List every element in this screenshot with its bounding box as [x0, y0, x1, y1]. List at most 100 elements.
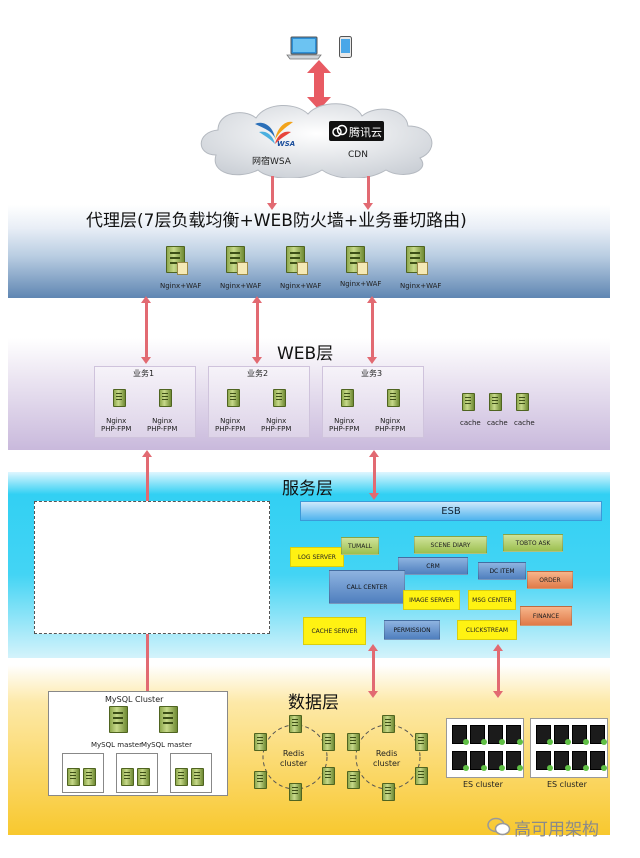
web-to-service-arrow — [369, 450, 379, 500]
es-cluster-2 — [530, 718, 608, 778]
server-icon — [113, 389, 126, 407]
server-icon — [254, 771, 267, 789]
node-label: Nginx PHP-FPM — [101, 417, 132, 433]
service-tobto-ask-label: TOBTO ASK — [515, 539, 551, 547]
service-clickstream-label: CLICKSTREAM — [465, 626, 509, 634]
server-icon — [415, 733, 428, 751]
mysql-slave-group-2 — [116, 753, 158, 793]
server-icon — [109, 706, 128, 733]
business-group-title: 业务2 — [247, 369, 269, 378]
service-log-server-label: LOG SERVER — [298, 553, 336, 561]
redis-cluster-label: Redis cluster — [280, 749, 308, 768]
service-crm-label: CRM — [426, 562, 440, 570]
mysql-master-label: MySQL master — [141, 741, 192, 749]
es-server-icon — [470, 751, 487, 771]
server-icon — [137, 768, 150, 786]
business-group-2: 业务2 Nginx PHP-FPM Nginx PHP-FPM — [208, 366, 310, 438]
cloud-left-label: 网宿WSA — [252, 157, 291, 167]
es-server-icon — [536, 725, 553, 745]
service-finance: FINANCE — [520, 606, 572, 626]
proxy-to-web-arrow-1 — [141, 296, 151, 364]
document-icon — [237, 262, 248, 275]
service-permission-label: PERMISSION — [393, 626, 431, 634]
service-tobto-ask: TOBTO ASK — [503, 534, 563, 552]
server-icon — [121, 768, 134, 786]
server-icon — [341, 389, 354, 407]
server-icon — [462, 393, 475, 411]
server-icon — [415, 767, 428, 785]
cloud-right-label: CDN — [348, 150, 368, 160]
service-scene-diary-label: SCENE DIARY — [430, 541, 471, 549]
document-icon — [177, 262, 188, 275]
service-cache-server: CACHE SERVER — [303, 617, 366, 645]
node-label: Nginx PHP-FPM — [375, 417, 406, 433]
double-arrow-icon — [306, 60, 332, 110]
service-image-server-label: IMAGE SERVER — [409, 596, 454, 604]
service-msg-center-label: MSG CENTER — [472, 596, 512, 604]
service-tumall-label: TUMALL — [347, 542, 373, 550]
es-server-icon — [572, 725, 589, 745]
server-icon — [322, 733, 335, 751]
server-icon — [489, 393, 502, 411]
esb-label: ESB — [441, 505, 461, 517]
service-crm: CRM — [398, 557, 468, 575]
proxy-node-label: Nginx+WAF — [220, 282, 262, 290]
es-cluster-1 — [446, 718, 524, 778]
service-dc-item-label: DC ITEM — [489, 567, 515, 575]
redis-cluster-2: Redis cluster — [343, 715, 433, 801]
proxy-to-web-arrow-2 — [252, 296, 262, 364]
placeholder-panel — [34, 501, 270, 634]
mysql-slave-group-3 — [170, 753, 212, 793]
redis-cluster-1: Redis cluster — [250, 715, 340, 801]
es-cluster-label: ES cluster — [547, 780, 587, 789]
service-finance-label: FINANCE — [532, 612, 560, 620]
proxy-node-label: Nginx+WAF — [160, 282, 202, 290]
service-scene-diary: SCENE DIARY — [414, 536, 487, 554]
es-server-icon — [554, 725, 571, 745]
server-icon — [191, 768, 204, 786]
server-icon — [159, 389, 172, 407]
server-icon — [382, 783, 395, 801]
mysql-cluster-title: MySQL Cluster — [105, 695, 164, 704]
phone-icon — [339, 36, 352, 58]
business-group-1: 业务1 Nginx PHP-FPM Nginx PHP-FPM — [94, 366, 196, 438]
proxy-layer-title: 代理层(7层负载均衡+WEB防火墙+业务垂切路由) — [86, 211, 467, 231]
node-label: Nginx PHP-FPM — [147, 417, 178, 433]
cloud-to-proxy-arrow-1 — [267, 176, 277, 210]
es-server-icon — [488, 751, 505, 771]
tencent-cloud-logo-text: 腾讯云 — [349, 126, 382, 139]
server-icon — [67, 768, 80, 786]
proxy-node-label: Nginx+WAF — [280, 282, 322, 290]
proxy-node-label: Nginx+WAF — [400, 282, 442, 290]
wechat-icon — [487, 817, 511, 837]
es-server-icon — [554, 751, 571, 771]
service-log-server: LOG SERVER — [290, 547, 344, 567]
cache-label: cache — [514, 419, 535, 427]
tencent-cloud-logo: 腾讯云 — [329, 121, 384, 141]
server-icon — [273, 389, 286, 407]
service-permission: PERMISSION — [384, 620, 440, 640]
wsa-logo: WSA — [253, 120, 295, 152]
service-tumall: TUMALL — [341, 537, 379, 555]
es-server-icon — [572, 751, 589, 771]
service-call-center: CALL CENTER — [329, 570, 405, 604]
server-icon — [387, 389, 400, 407]
service-msg-center: MSG CENTER — [468, 590, 516, 610]
service-order-label: ORDER — [539, 576, 561, 584]
proxy-layer — [8, 205, 610, 298]
node-label: Nginx PHP-FPM — [215, 417, 246, 433]
laptop-icon — [286, 36, 322, 60]
service-image-server: IMAGE SERVER — [403, 590, 460, 610]
es-server-icon — [506, 725, 523, 745]
proxy-to-web-arrow-3 — [367, 296, 377, 364]
es-server-icon — [470, 725, 487, 745]
service-layer-title: 服务层 — [282, 479, 333, 499]
service-to-data-arrow-2 — [493, 644, 503, 698]
business-group-title: 业务1 — [133, 369, 155, 378]
server-icon — [322, 767, 335, 785]
service-clickstream: CLICKSTREAM — [457, 620, 517, 640]
server-icon — [347, 771, 360, 789]
document-icon — [297, 262, 308, 275]
web-layer-title: WEB层 — [277, 344, 334, 364]
cache-label: cache — [460, 419, 481, 427]
